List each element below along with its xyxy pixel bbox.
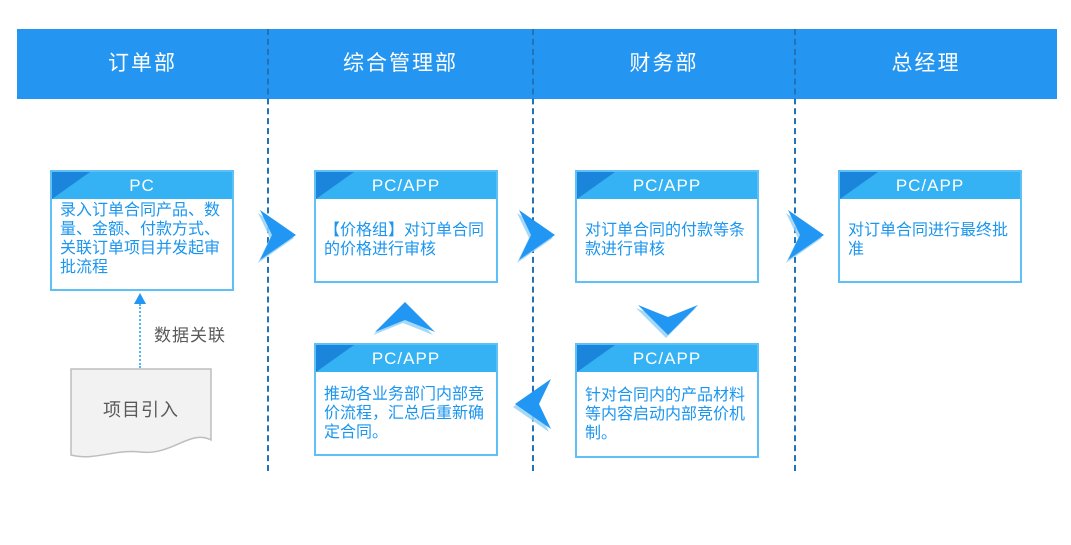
corner-fold-icon: [316, 172, 354, 199]
node-payment-terms-review: PC/APP 对订单合同的付款等条款进行审核: [575, 170, 759, 283]
node-start-bidding-mechanism: PC/APP 针对合同内的产品材料等内容启动内部竞价机制。: [575, 343, 759, 458]
arrow-right-icon: [788, 210, 824, 260]
lane-title-general-manager: 总经理: [891, 52, 961, 75]
corner-fold-icon: [840, 172, 878, 199]
corner-fold-icon: [577, 345, 615, 372]
node-description: 录入订单合同产品、数量、金额、付款方式、关联订单项目并发起审批流程: [60, 202, 221, 276]
node-description: 【价格组】对订单合同的价格进行审核: [324, 222, 485, 258]
lane-title-finance-dept: 财务部: [629, 52, 699, 75]
corner-fold-icon: [52, 172, 90, 199]
node-platform-tag: PC/APP: [371, 176, 441, 195]
data-link-label: 数据关联: [154, 326, 226, 345]
node-price-group-review: PC/APP 【价格组】对订单合同的价格进行审核: [314, 170, 498, 283]
corner-fold-icon: [577, 172, 615, 199]
node-final-approval: PC/APP 对订单合同进行最终批准: [838, 170, 1022, 283]
data-link-dotted-line: [139, 304, 141, 368]
data-link-arrowhead-icon: [134, 293, 146, 304]
document-shape-icon: [70, 368, 212, 458]
node-platform-tag: PC/APP: [632, 349, 702, 368]
node-platform-tag: PC/APP: [895, 176, 965, 195]
node-description: 对订单合同的付款等条款进行审核: [585, 222, 746, 258]
node-platform-tag: PC: [129, 176, 155, 195]
node-platform-tag: PC/APP: [371, 349, 441, 368]
arrow-right-icon: [260, 210, 296, 260]
node-internal-bidding-process: PC/APP 推动各业务部门内部竞价流程，汇总后重新确定合同。: [314, 343, 498, 456]
department-header-band: [17, 29, 1057, 99]
lane-title-order-dept: 订单部: [108, 52, 177, 75]
arrow-down-icon: [638, 305, 698, 335]
arrow-up-icon: [375, 302, 435, 332]
arrow-right-icon: [519, 210, 555, 260]
node-platform-tag: PC/APP: [632, 176, 702, 195]
node-description: 推动各业务部门内部竞价流程，汇总后重新确定合同。: [324, 385, 485, 441]
node-description: 针对合同内的产品材料等内容启动内部竞价机制。: [585, 386, 746, 442]
arrow-left-icon: [515, 379, 551, 429]
node-enter-order-contract: PC 录入订单合同产品、数量、金额、付款方式、关联订单项目并发起审批流程: [50, 170, 234, 291]
corner-fold-icon: [316, 345, 354, 372]
lane-title-general-mgmt: 综合管理部: [343, 52, 458, 75]
document-label: 项目引入: [103, 400, 179, 420]
node-description: 对订单合同进行最终批准: [848, 222, 1009, 258]
